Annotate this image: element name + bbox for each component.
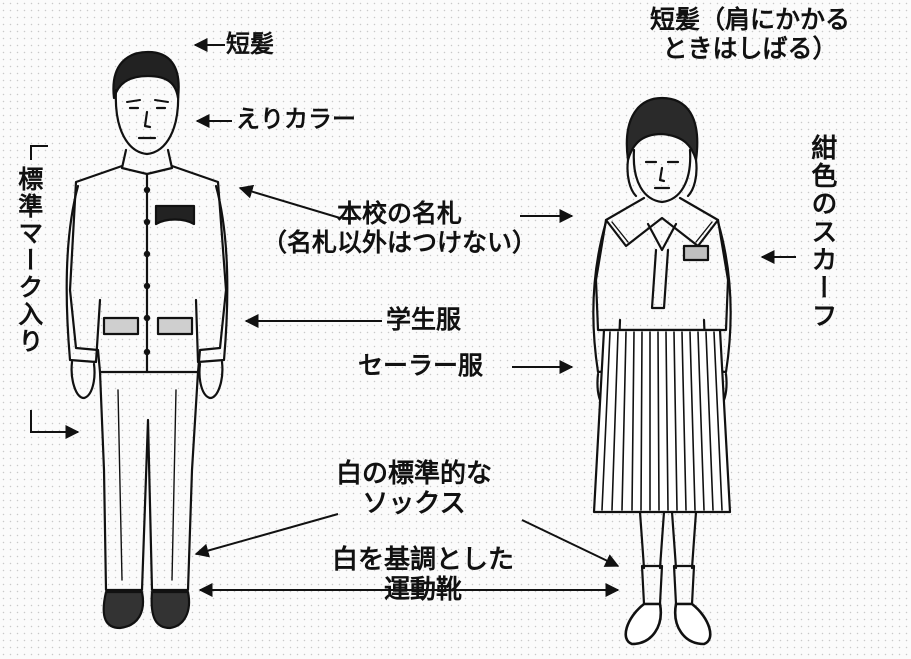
- arrow-nametag-left: [238, 184, 341, 219]
- girl-scarf: [646, 222, 678, 310]
- girl-figure: [592, 96, 732, 646]
- label-socks: 白の標準的な ソックス: [336, 459, 493, 520]
- label-socks-line1: 白の標準的な: [336, 459, 493, 489]
- standard-mark-bracket-bottom: [30, 410, 80, 439]
- label-shoes-line2: 運動靴: [384, 574, 463, 605]
- arrow-socks-right: [521, 519, 620, 567]
- label-girl-hair-line1: 短髪（肩にかかる: [650, 5, 851, 34]
- boy-jacket: [68, 164, 228, 374]
- arrows: [30, 38, 796, 597]
- label-collar: えりカラー: [236, 105, 356, 133]
- girl-nametag: [682, 244, 710, 262]
- arrow-socks-left: [194, 513, 339, 558]
- boy-head: [114, 88, 180, 156]
- label-boy-hair: 短髪: [226, 30, 274, 58]
- label-sailor: セーラー服: [358, 351, 484, 380]
- girl-sailor-collar: [604, 196, 720, 248]
- label-scarf: 紺色のスカーフ: [806, 134, 837, 330]
- label-nametag: 本校の名札 （名札以外はつけない）: [262, 199, 538, 258]
- girl-shoes: [624, 602, 712, 646]
- boy-hair: [112, 50, 180, 100]
- label-gakuran: 学生服: [386, 305, 462, 334]
- label-standard-mark: 標準マーク入り: [14, 166, 44, 355]
- girl-skirt: [592, 328, 732, 514]
- label-shoes: 白を基調とした 運動靴: [332, 545, 515, 606]
- girl-socks: [640, 564, 696, 606]
- boy-nametag: [154, 204, 196, 226]
- girl-head: [632, 148, 692, 204]
- boy-shoes: [102, 590, 145, 630]
- standard-mark-bracket-top: [30, 145, 48, 160]
- girl-hair: [625, 96, 699, 162]
- label-girl-hair: 短髪（肩にかかる ときはしばる）: [650, 5, 851, 64]
- label-shoes-line1: 白を基調とした: [332, 545, 515, 575]
- label-nametag-line2: （名札以外はつけない）: [262, 227, 538, 257]
- label-socks-line2: ソックス: [362, 488, 466, 519]
- label-girl-hair-line2: ときはしばる）: [662, 33, 838, 63]
- boy-trousers: [98, 370, 200, 592]
- boy-figure: [65, 50, 229, 630]
- label-nametag-line1: 本校の名札: [337, 199, 463, 228]
